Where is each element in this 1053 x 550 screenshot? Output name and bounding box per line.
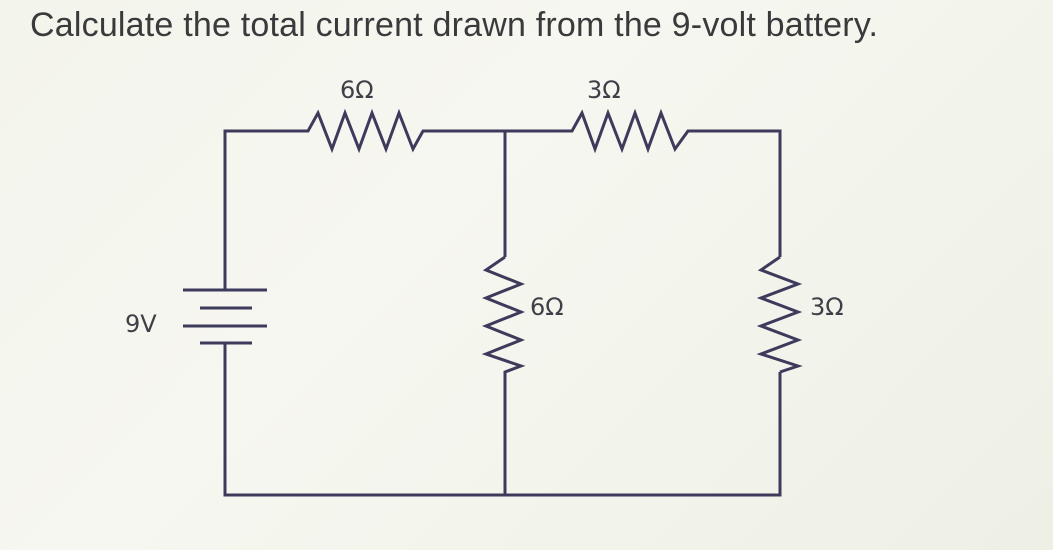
resistor-top-left-label: 6Ω — [340, 76, 374, 104]
resistor-top-left — [300, 108, 505, 154]
battery-label: 9V — [125, 310, 157, 338]
resistor-middle-label: 6Ω — [530, 293, 564, 321]
resistor-right-vertical — [756, 255, 803, 374]
resistor-right-label: 3Ω — [810, 293, 844, 321]
resistor-middle-vertical — [481, 255, 526, 495]
question-text: Calculate the total current drawn from t… — [30, 6, 879, 44]
bottom-wire — [223, 343, 782, 497]
left-wire-top — [223, 129, 300, 290]
resistor-top-right — [505, 108, 782, 257]
resistor-top-right-label: 3Ω — [587, 76, 621, 104]
battery-icon — [183, 288, 267, 345]
